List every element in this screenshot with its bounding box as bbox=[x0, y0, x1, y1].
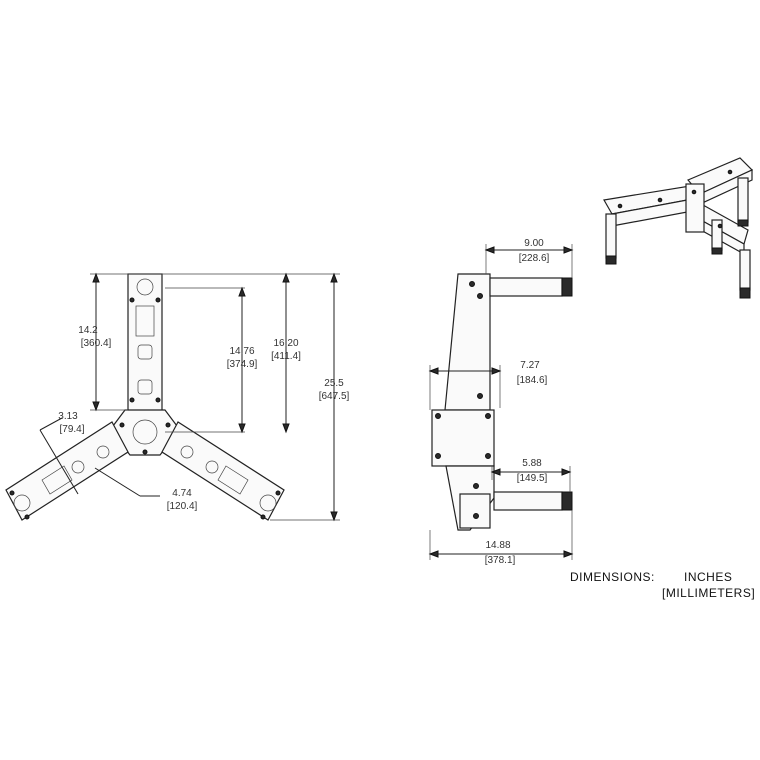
dim-mid-reach-in: 7.27 bbox=[520, 360, 540, 371]
legend-unit-primary: INCHES bbox=[684, 570, 733, 584]
right-arm bbox=[161, 421, 285, 521]
dim-lower-reach-in: 5.88 bbox=[522, 458, 542, 469]
side-leg-top bbox=[489, 277, 573, 297]
side-view-dimensions: 9.00 [228.6] 7.27 [184.6] 5.88 [149.5] 1… bbox=[428, 238, 574, 566]
dim-mid-span-in: 16.20 bbox=[273, 338, 298, 349]
center-hub bbox=[109, 409, 181, 456]
side-view: 9.00 [228.6] 7.27 [184.6] 5.88 [149.5] 1… bbox=[428, 238, 574, 566]
dim-arm-length-in: 14.2 bbox=[78, 325, 98, 336]
dim-hub-offset-in: 3.13 bbox=[58, 411, 78, 422]
dim-arm-length-mm: [360.4] bbox=[81, 338, 112, 349]
dim-overall-depth-in: 14.88 bbox=[485, 540, 510, 551]
dim-top-leg-reach-mm: [228.6] bbox=[519, 253, 550, 264]
left-arm bbox=[5, 421, 129, 521]
isometric-view bbox=[603, 157, 754, 299]
dim-hub-offset-mm: [79.4] bbox=[59, 424, 84, 435]
dim-lower-reach-mm: [149.5] bbox=[517, 473, 548, 484]
dim-overall-depth-mm: [378.1] bbox=[485, 555, 516, 566]
side-leg-bottom bbox=[493, 491, 573, 511]
top-view-dimensions: 14.2 [360.4] 14.76 [374.9] 16.20 [411.4]… bbox=[39, 272, 350, 522]
dim-top-leg-reach-in: 9.00 bbox=[524, 238, 544, 249]
dim-overall-length-mm: [647.5] bbox=[319, 391, 350, 402]
dim-overall-length-in: 25.5 bbox=[324, 378, 344, 389]
dim-mid-span-mm: [411.4] bbox=[271, 351, 301, 362]
top-view: 14.2 [360.4] 14.76 [374.9] 16.20 [411.4]… bbox=[5, 272, 350, 522]
dim-inner-span-in: 14.76 bbox=[229, 346, 254, 357]
dim-inner-span-mm: [374.9] bbox=[227, 359, 258, 370]
dim-arm-offset-mm: [120.4] bbox=[167, 501, 198, 512]
dim-mid-reach-mm: [184.6] bbox=[517, 375, 548, 386]
legend-label: DIMENSIONS: bbox=[570, 570, 655, 584]
dim-arm-offset-in: 4.74 bbox=[172, 488, 192, 499]
vertical-arm bbox=[127, 273, 163, 413]
side-bracket bbox=[431, 273, 495, 531]
legend-unit-secondary: [MILLIMETERS] bbox=[662, 586, 756, 600]
